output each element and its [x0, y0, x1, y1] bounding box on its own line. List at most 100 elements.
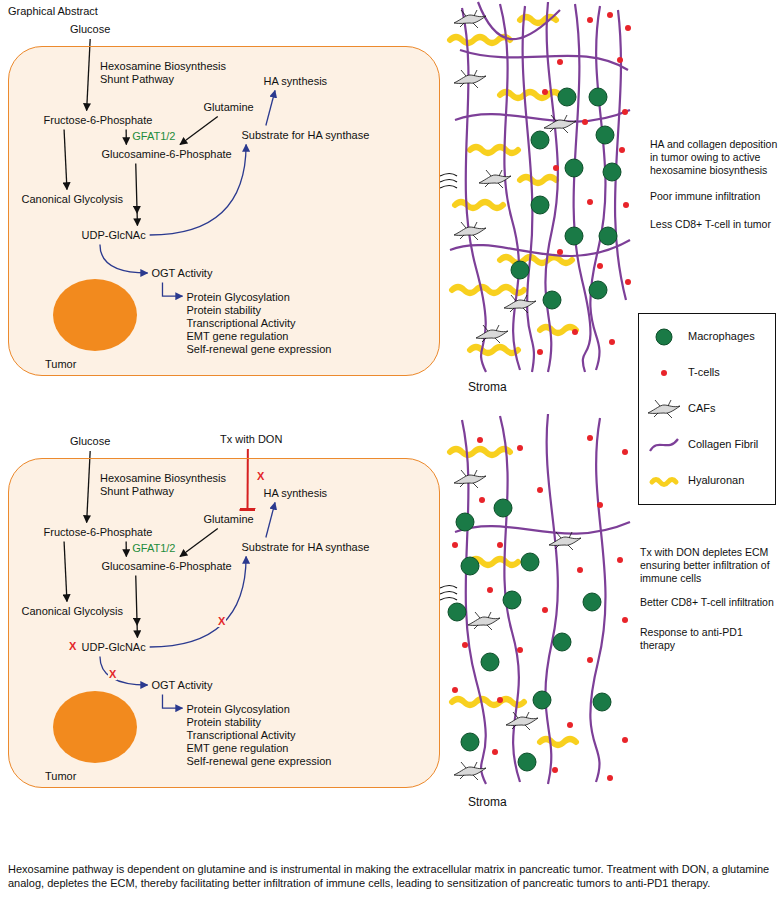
pathway-node: Glucose: [68, 434, 112, 449]
pathway-title: Hexosamine Biosynthesis Shunt Pathway: [100, 472, 235, 498]
annotation-note: HA and collagen deposition in tumor owin…: [650, 138, 778, 177]
block-mark: X: [256, 470, 265, 482]
node-text: Glucosamine-6-Phosphate: [102, 148, 232, 161]
node-text: Glucosamine-6-Phosphate: [102, 560, 232, 573]
nucleus: [53, 279, 137, 351]
region-label: Stroma: [468, 380, 507, 394]
node-text: Self-renewal gene expression: [187, 755, 332, 768]
connector-arrow: [64, 130, 67, 190]
legend-text: T-cells: [688, 366, 720, 379]
pathway-node: Glutamine: [202, 100, 256, 115]
enzyme-label: GFAT1/2: [131, 130, 176, 142]
collagen-sample: [650, 439, 678, 451]
connector-arrow: [64, 542, 67, 602]
legend-swatch: [648, 363, 680, 383]
connector-arrow: [100, 657, 148, 686]
cell-fill: [8, 458, 440, 788]
legend-swatch: [648, 471, 680, 491]
nucleus: [53, 691, 137, 763]
cell-fill: [8, 46, 440, 376]
outcome-list: Protein GlycosylationProtein stabilityTr…: [185, 702, 334, 769]
node-text: Canonical Glycolysis: [22, 193, 123, 206]
pathway-title: Hexosamine Biosynthesis Shunt Pathway: [100, 60, 235, 86]
node-text: HA synthesis: [264, 75, 328, 88]
figure-title: Graphical Abstract: [8, 5, 98, 18]
hyaluronan-sample: [652, 480, 676, 485]
node-text: OGT Activity: [152, 679, 213, 692]
caf-sample: [648, 400, 680, 418]
pathway-node: Glucose: [68, 22, 112, 37]
membrane-protrusion: [440, 174, 457, 189]
connector-arrow: [266, 91, 275, 126]
block-mark: X: [108, 668, 117, 680]
t-cell-sample: [661, 370, 667, 376]
enzyme-label: GFAT1/2: [131, 542, 176, 554]
pathway-node: UDP-GlcNAc: [80, 228, 148, 243]
connector-arrow: [125, 130, 127, 145]
legend-text: Collagen Fibril: [688, 438, 758, 451]
connector-arrow: [162, 283, 182, 297]
node-text: Canonical Glycolysis: [22, 605, 123, 618]
connector-arrow: [180, 117, 218, 145]
annotation-note: Less CD8+ T-cell in tumor: [650, 218, 778, 231]
pathway-node: OGT Activity: [150, 266, 215, 281]
node-text: UDP-GlcNAc: [82, 641, 146, 654]
outcome-list: Protein GlycosylationProtein stabilityTr…: [185, 290, 334, 357]
legend-swatch: [648, 435, 680, 455]
pathway-node: Glucosamine-6-Phosphate: [100, 147, 234, 162]
node-text: Protein stability: [187, 716, 332, 729]
node-text: Tx with DON: [220, 433, 282, 446]
node-text: OGT Activity: [152, 267, 213, 280]
tumor-cell: Tumor Fructose-6-Phosphate GlutamineGlucos…: [8, 46, 440, 376]
macrophage-sample: [656, 329, 672, 345]
pathway-node: Fructose-6-Phosphate: [42, 113, 155, 128]
connector-arrow: [266, 503, 275, 538]
pathway-node: Substrate for HA synthase: [240, 540, 372, 555]
node-text: Glutamine: [204, 513, 254, 526]
legend-swatch: [648, 327, 680, 347]
membrane-protrusion: [440, 586, 457, 601]
connector-arrow: [87, 451, 91, 523]
connector-arrow: [136, 164, 138, 226]
node-text: Protein Glycosylation: [187, 291, 332, 304]
legend-text: CAFs: [688, 402, 716, 415]
node-text: EMT gene regulation: [187, 742, 332, 755]
node-text: Substrate for HA synthase: [242, 541, 370, 554]
pathway-node: Canonical Glycolysis: [20, 604, 125, 619]
node-text: UDP-GlcNAc: [82, 229, 146, 242]
node-text: Protein stability: [187, 304, 332, 317]
node-text: EMT gene regulation: [187, 330, 332, 343]
cell-label: Tumor: [45, 358, 76, 371]
annotation-note: Poor immune infiltration: [650, 190, 778, 203]
region-label: Stroma: [468, 795, 507, 809]
node-text: Protein Glycosylation: [187, 703, 332, 716]
pathway-node: OGT Activity: [150, 678, 215, 693]
connector-arrow: [136, 576, 138, 638]
node-text: Glucose: [70, 435, 110, 448]
treatment-label: Tx with DON: [218, 432, 284, 447]
node-text: Transcriptional Activity: [187, 317, 332, 330]
pathway-node: HA synthesis: [262, 74, 330, 89]
pathway-node: Glutamine: [202, 512, 256, 527]
pathway-node: Glucosamine-6-Phosphate: [100, 559, 234, 574]
node-text: Transcriptional Activity: [187, 729, 332, 742]
connector-arrow: [100, 245, 148, 274]
cell-label: Tumor: [45, 770, 76, 783]
annotation-note: Response to anti-PD1 therapy: [640, 626, 778, 652]
pathway-node: Canonical Glycolysis: [20, 192, 125, 207]
connector-arrow: [125, 542, 127, 557]
node-text: Self-renewal gene expression: [187, 343, 332, 356]
node-text: Substrate for HA synthase: [242, 129, 370, 142]
connector-arrow: [87, 39, 91, 111]
legend-text: Hyaluronan: [688, 474, 744, 487]
pathway-node: UDP-GlcNAc: [80, 640, 148, 655]
figure-caption: Hexosamine pathway is dependent on gluta…: [8, 862, 774, 890]
node-text: Fructose-6-Phosphate: [44, 114, 153, 127]
annotation-note: Tx with DON depletes ECM ensuring better…: [640, 546, 778, 585]
connector-arrow: [180, 529, 218, 557]
stroma-bottom: [448, 414, 630, 784]
stroma-top: [450, 2, 631, 372]
node-text: Fructose-6-Phosphate: [44, 526, 153, 539]
legend-swatch: [648, 399, 680, 419]
